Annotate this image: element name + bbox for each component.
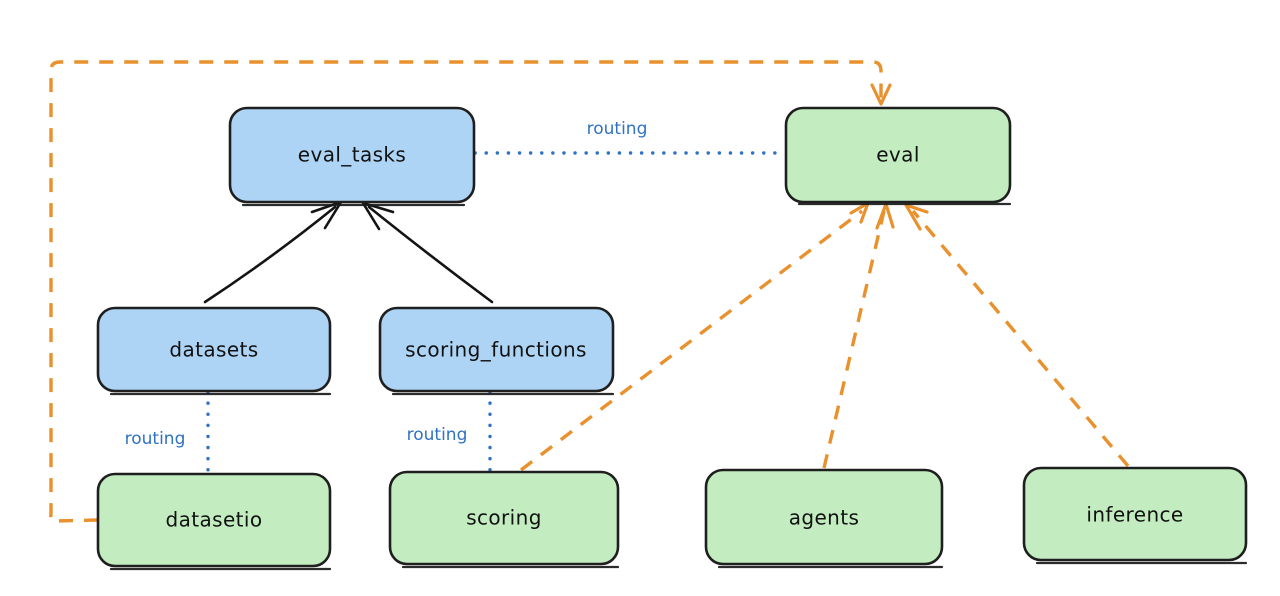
edge-label-layer: routing routing routing — [125, 119, 648, 449]
node-inference-label: inference — [1086, 503, 1183, 527]
edge-scoring-functions-to-eval-tasks — [361, 201, 494, 304]
node-scoring-functions[interactable]: scoring_functions — [378, 306, 615, 396]
node-eval-shape[interactable] — [784, 106, 1012, 204]
edge-datasetio-to-eval — [49, 60, 892, 523]
node-datasetio[interactable]: datasetio — [96, 472, 332, 571]
node-scoring-label: scoring — [466, 506, 542, 530]
node-datasetio-label: datasetio — [165, 508, 262, 532]
edge-layer — [49, 60, 1130, 523]
edge-label-routing-eval: routing — [587, 119, 648, 139]
node-eval[interactable]: eval — [784, 106, 1012, 206]
node-agents-shape[interactable] — [704, 468, 944, 566]
node-inference-shape[interactable] — [1022, 466, 1248, 562]
node-agents[interactable]: agents — [704, 468, 944, 569]
node-scoring-functions-shape[interactable] — [378, 306, 615, 393]
node-agents-label: agents — [789, 506, 860, 530]
node-datasetio-shape[interactable] — [96, 472, 332, 568]
arrowhead-agents-eval — [875, 202, 895, 230]
edge-inference-to-eval — [904, 203, 1130, 468]
edge-label-routing-scoring: routing — [407, 425, 468, 445]
node-scoring-shape[interactable] — [388, 470, 620, 566]
node-scoring-functions-label: scoring_functions — [405, 338, 587, 362]
node-eval-tasks[interactable]: eval_tasks — [228, 106, 476, 207]
node-eval-tasks-label: eval_tasks — [298, 143, 406, 167]
node-eval-label: eval — [876, 143, 920, 167]
node-inference[interactable]: inference — [1022, 466, 1248, 565]
node-datasets-shape[interactable] — [96, 306, 332, 393]
node-scoring[interactable]: scoring — [388, 470, 620, 569]
edge-datasets-to-eval-tasks — [203, 200, 343, 304]
arrowhead-scoring-functions-eval-tasks — [361, 201, 395, 231]
arrowhead-datasetio-eval — [870, 83, 892, 106]
node-eval-tasks-shape[interactable] — [228, 106, 476, 204]
edge-agents-to-eval — [822, 202, 895, 469]
node-datasets[interactable]: datasets — [96, 306, 332, 396]
node-datasets-label: datasets — [169, 338, 258, 362]
edge-label-routing-datasetio: routing — [125, 429, 186, 449]
node-layer: eval_tasks eval datasets scoring_functio… — [96, 106, 1248, 571]
